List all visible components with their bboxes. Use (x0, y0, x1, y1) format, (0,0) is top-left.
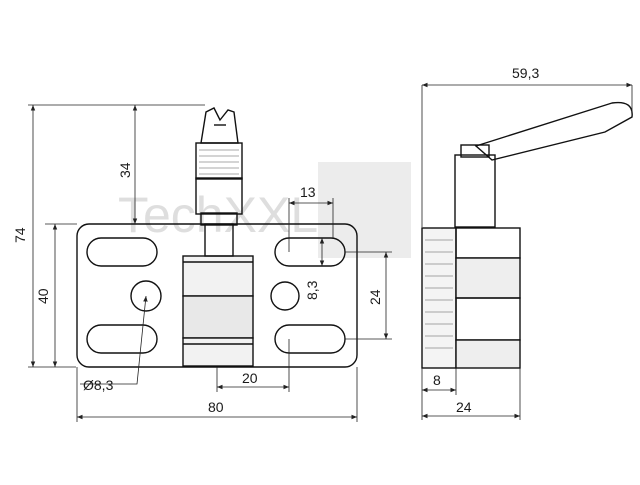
slot-bottom-left (86, 324, 158, 354)
hinge-barrel-2 (182, 295, 254, 339)
watermark: TechXXL (118, 162, 411, 258)
dimension-lines (28, 82, 633, 422)
front-view (76, 107, 358, 368)
slot-bottom-right (274, 324, 346, 354)
side-plate-hatch (425, 239, 453, 349)
side-plate (421, 227, 457, 369)
side-lever-arm (474, 101, 633, 161)
dim-side-depth: 24 (456, 399, 472, 415)
side-barrel-1 (455, 227, 521, 259)
dim-height-plate: 40 (35, 288, 51, 304)
dim-slot-offset: 13 (300, 184, 316, 200)
hole-right (270, 281, 300, 311)
clamp-lever-top (200, 107, 239, 144)
clamp-shaft (204, 223, 234, 257)
dim-side-offset: 8 (433, 372, 441, 388)
watermark-block (318, 162, 411, 258)
dimension-labels: 59,3 74 34 40 13 8,3 24 Ø8,3 20 80 8 24 (12, 65, 539, 415)
hinge-barrel-3 (182, 337, 254, 367)
side-barrel-2 (455, 257, 521, 299)
clamp-collar (200, 212, 238, 226)
dim-plate-width: 80 (208, 399, 224, 415)
side-view (421, 101, 633, 369)
side-barrel-3 (455, 297, 521, 341)
side-clamp-cap (460, 144, 490, 158)
dim-slot-width: 8,3 (304, 280, 320, 300)
clamp-knurl (195, 142, 243, 180)
dim-slot-spacing: 24 (367, 289, 383, 305)
dim-height-lever: 34 (117, 162, 133, 178)
dim-hole-diameter: Ø8,3 (83, 377, 114, 393)
dim-center-offset: 20 (242, 370, 258, 386)
dim-total-width-side: 59,3 (512, 65, 539, 81)
side-barrel-4 (455, 339, 521, 369)
clamp-body (195, 177, 243, 215)
hole-left (130, 280, 162, 312)
slot-top-left (86, 237, 158, 267)
side-clamp-body (454, 154, 496, 228)
dim-height-total: 74 (12, 227, 28, 243)
watermark-text: TechXXL (118, 187, 318, 243)
knurl-lines (199, 149, 239, 175)
